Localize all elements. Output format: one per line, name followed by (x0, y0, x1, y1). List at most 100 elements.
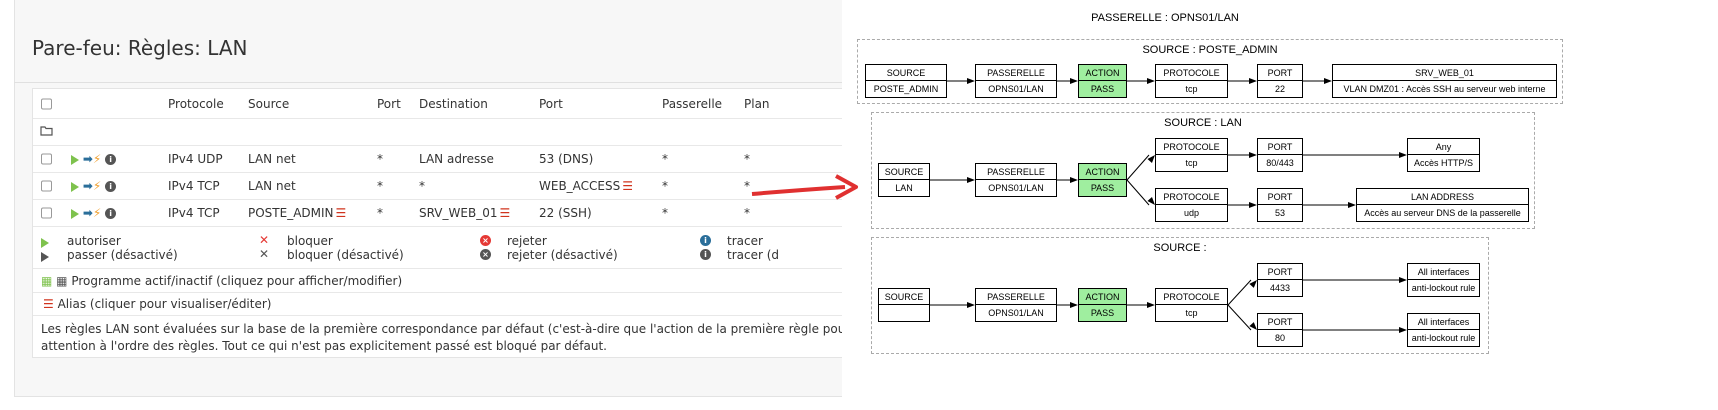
table-row[interactable]: ➡⚡ i IPv4 TCP LAN net * * WEB_ACCESS☰ * … (33, 173, 842, 200)
col-protocol: Protocole (168, 96, 224, 111)
category-row (33, 119, 842, 146)
direction-in-icon: ➡ (82, 179, 93, 193)
col-gateway: Passerelle (662, 96, 723, 111)
cluster-title: SOURCE : LAN (1164, 117, 1242, 129)
row-checkbox[interactable] (41, 207, 52, 219)
alias-list-icon[interactable]: ☰ (622, 179, 634, 193)
node-value: OPNS01/LAN (988, 84, 1044, 94)
select-all-checkbox[interactable] (41, 98, 52, 109)
folder-icon[interactable] (40, 125, 53, 139)
node-value: LAN (895, 183, 913, 193)
dest-port: 53 (DNS) (539, 152, 594, 166)
source: LAN net (248, 152, 296, 166)
diagram-node-lan-address: LAN ADDRESS Accès au serveur DNS de la pa… (1356, 188, 1529, 222)
rules-table: Protocole Source Port Destination Port P… (32, 88, 842, 358)
arrowhead-icon (1324, 78, 1332, 84)
diagram-title: PASSERELLE : OPNS01/LAN (1091, 12, 1239, 24)
node-value: 80/443 (1266, 158, 1294, 168)
node-header: PORT (1258, 65, 1302, 81)
arrowhead-icon (1147, 155, 1155, 163)
diagram-cluster: SOURCE : LAN (871, 112, 1535, 229)
log-icon[interactable]: i (105, 154, 117, 165)
diagram-node-source: SOURCE (878, 288, 930, 322)
calendar-active-icon: ▦ (41, 273, 53, 288)
diagram-edge (1126, 154, 1150, 181)
reject-disabled-icon: × (480, 249, 491, 260)
row-checkbox[interactable] (41, 180, 52, 192)
log-disabled-icon: i (700, 249, 711, 260)
arrowhead-icon (1399, 152, 1407, 158)
arrowhead-icon (1070, 78, 1078, 84)
node-header: ACTION (1079, 65, 1126, 81)
arrowhead-icon (1249, 280, 1257, 288)
gateway: * (662, 179, 668, 193)
arrowhead-icon (1249, 202, 1257, 208)
pass-disabled-icon (41, 251, 49, 262)
alias-list-icon[interactable]: ☰ (335, 206, 347, 220)
log-icon: i (700, 235, 711, 246)
log-icon[interactable]: i (105, 181, 117, 192)
arrowhead-icon (1147, 78, 1155, 84)
reject-icon: × (480, 235, 491, 246)
table-row[interactable]: ➡⚡ i IPv4 TCP POSTE_ADMIN☰ * SRV_WEB_01☰… (33, 200, 842, 227)
log-icon[interactable]: i (105, 208, 117, 219)
node-value: 4433 (1269, 283, 1291, 293)
col-source: Source (248, 96, 290, 111)
arrowhead-icon (1147, 197, 1155, 205)
legend: autoriser passer (désactivé) ✕ bloquer ✕… (33, 229, 842, 269)
pass-icon[interactable] (71, 154, 79, 165)
table-row[interactable]: ➡⚡ i IPv4 UDP LAN net * LAN adresse 53 (… (33, 146, 842, 173)
diagram-edge (1227, 279, 1252, 306)
alias-list-icon[interactable]: ☰ (499, 206, 511, 220)
footer-text-line2: attention à l'ordre des règles. Tout ce … (41, 339, 607, 353)
dest-port: 22 (SSH) (539, 206, 592, 220)
legend-log: tracer (727, 234, 763, 248)
node-value: OPNS01/LAN (988, 308, 1044, 318)
cluster-title: SOURCE : (1153, 242, 1207, 254)
legend-reject: rejeter (507, 234, 547, 248)
destination: * (419, 179, 425, 193)
node-header: LAN ADDRESS (1357, 189, 1528, 205)
legend-block: bloquer (287, 234, 333, 248)
arrowhead-icon (1070, 177, 1078, 183)
arrowhead-icon (1348, 202, 1356, 208)
node-header: SRV_WEB_01 (1333, 65, 1556, 81)
node-header: All interfaces (1408, 314, 1479, 330)
row-checkbox[interactable] (41, 153, 52, 165)
legend-log-disabled: tracer (d (727, 248, 780, 262)
node-value (879, 305, 929, 321)
schedule-note: Programme actif/inactif (cliquez pour af… (71, 273, 403, 288)
diagram-edge (1227, 304, 1252, 331)
rules-diagram: PASSERELLE : OPNS01/LAN SOURCE : POSTE_A… (842, 0, 1718, 410)
legend-pass: autoriser (67, 234, 121, 248)
node-value: 53 (1274, 208, 1285, 218)
col-schedule: Plan (744, 96, 770, 111)
arrowhead-icon (1070, 302, 1078, 308)
protocol: IPv4 TCP (168, 206, 220, 220)
quick-bolt-icon: ⚡ (92, 179, 102, 193)
node-value: Accès au serveur DNS de la passerelle (1364, 208, 1521, 218)
schedule: * (744, 152, 750, 166)
node-value: POSTE_ADMIN (873, 84, 939, 94)
arrowhead-icon (967, 78, 975, 84)
node-value: Accès HTTP/S (1413, 158, 1473, 168)
node-header: ACTION (1079, 164, 1126, 180)
node-value: anti-lockout rule (1411, 283, 1476, 293)
pass-icon[interactable] (71, 181, 79, 192)
node-header: PROTOCOLE (1156, 189, 1227, 205)
pass-icon[interactable] (71, 208, 79, 219)
gateway: * (662, 206, 668, 220)
node-value: 80 (1274, 333, 1285, 343)
